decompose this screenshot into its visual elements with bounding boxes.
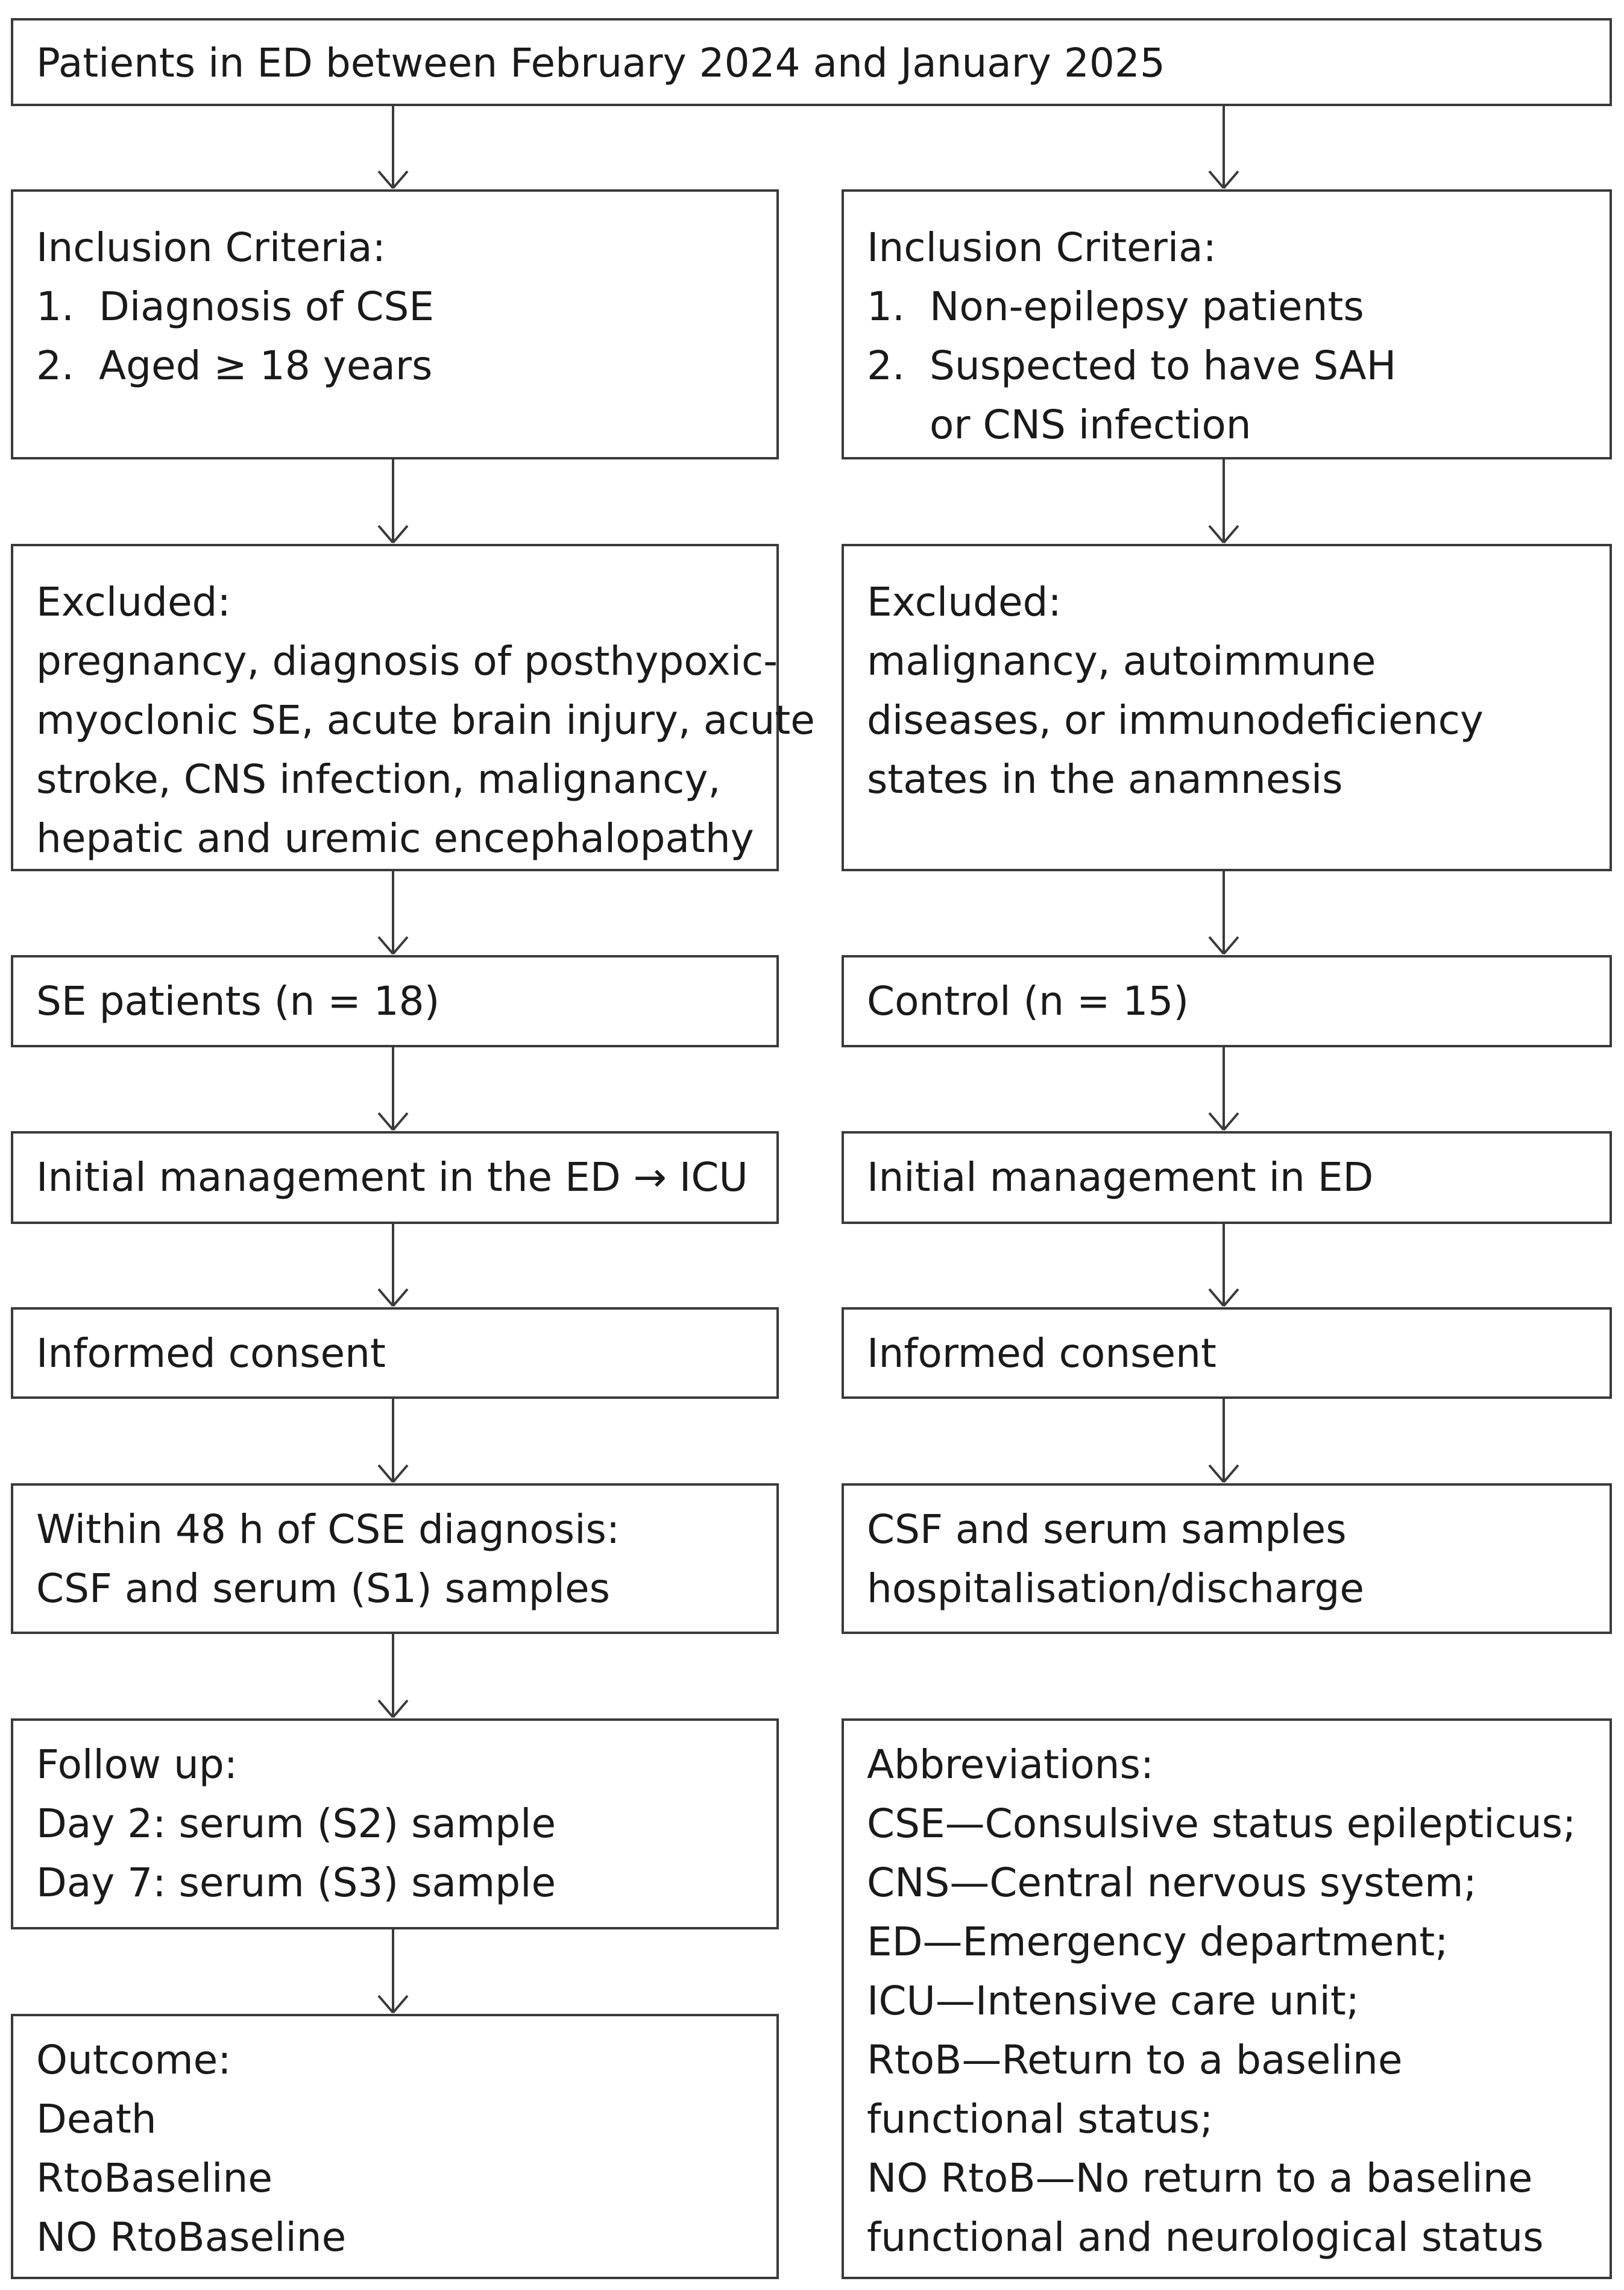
abbreviation-line: functional status; <box>867 2096 1213 2142</box>
excluded-title: Excluded: <box>867 579 1062 625</box>
right-management-box: Initial management in ED <box>842 1131 1612 1224</box>
inclusion-item: 2.Aged ≥ 18 years <box>36 342 433 389</box>
right-inclusion-box: Inclusion Criteria: 1.Non-epilepsy patie… <box>842 189 1612 459</box>
group-label: Control (n = 15) <box>867 978 1189 1024</box>
right-consent-box: Informed consent <box>842 1307 1612 1399</box>
excluded-line: hepatic and uremic encephalopathy <box>36 815 754 862</box>
excluded-line: pregnancy, diagnosis of posthypoxic- <box>36 638 778 684</box>
abbreviation-line: ED—Emergency department; <box>867 1919 1449 1965</box>
excluded-line: diseases, or immunodeficiency <box>867 697 1484 743</box>
top-box: Patients in ED between February 2024 and… <box>11 18 1612 106</box>
abbreviation-line: RtoB—Return to a baseline <box>867 2037 1403 2083</box>
right-group-box: Control (n = 15) <box>842 955 1612 1047</box>
consent-label: Informed consent <box>36 1330 386 1377</box>
samples-line: Within 48 h of CSE diagnosis: <box>36 1506 620 1553</box>
samples-line: CSF and serum (S1) samples <box>36 1565 611 1612</box>
inclusion-item: 2.Suspected to have SAH <box>867 342 1397 389</box>
abbreviation-line: CNS—Central nervous system; <box>867 1859 1477 1906</box>
excluded-line: stroke, CNS infection, malignancy, <box>36 756 721 803</box>
outcome-item: NO RtoBaseline <box>36 2214 347 2260</box>
samples-line: CSF and serum samples <box>867 1506 1347 1553</box>
management-label: Initial management in the ED → ICU <box>36 1154 748 1200</box>
abbreviation-line: CSE—Consulsive status epilepticus; <box>867 1800 1576 1847</box>
excluded-line: myoclonic SE, acute brain injury, acute <box>36 697 815 743</box>
left-samples-box: Within 48 h of CSE diagnosis: CSF and se… <box>11 1483 779 1634</box>
abbreviations-title: Abbreviations: <box>867 1741 1154 1788</box>
inclusion-item: 1.Non-epilepsy patients <box>867 283 1364 330</box>
inclusion-title: Inclusion Criteria: <box>36 224 386 271</box>
outcome-title: Outcome: <box>36 2037 231 2083</box>
right-excluded-box: Excluded: malignancy, autoimmune disease… <box>842 544 1612 871</box>
followup-line: Day 7: serum (S3) sample <box>36 1859 556 1906</box>
left-followup-box: Follow up: Day 2: serum (S2) sample Day … <box>11 1718 779 1929</box>
left-group-box: SE patients (n = 18) <box>11 955 779 1047</box>
outcome-item: Death <box>36 2096 157 2142</box>
abbreviation-line: NO RtoB—No return to a baseline <box>867 2155 1533 2201</box>
followup-title: Follow up: <box>36 1741 238 1788</box>
followup-line: Day 2: serum (S2) sample <box>36 1800 556 1847</box>
inclusion-item: 1.Diagnosis of CSE <box>36 283 435 330</box>
right-samples-box: CSF and serum samples hospitalisation/di… <box>842 1483 1612 1634</box>
abbreviation-line: ICU—Intensive care unit; <box>867 1978 1359 2024</box>
top-text: Patients in ED between February 2024 and… <box>36 40 1165 86</box>
samples-line: hospitalisation/discharge <box>867 1565 1364 1612</box>
left-inclusion-box: Inclusion Criteria: 1.Diagnosis of CSE 2… <box>11 189 779 459</box>
excluded-title: Excluded: <box>36 579 231 625</box>
abbreviation-line: functional and neurological status <box>867 2214 1544 2260</box>
management-label: Initial management in ED <box>867 1154 1374 1200</box>
left-management-box: Initial management in the ED → ICU <box>11 1131 779 1224</box>
abbreviations-box: Abbreviations: CSE—Consulsive status epi… <box>842 1718 1612 2279</box>
left-outcome-box: Outcome: Death RtoBaseline NO RtoBaselin… <box>11 2014 779 2279</box>
left-consent-box: Informed consent <box>11 1307 779 1399</box>
consent-label: Informed consent <box>867 1330 1216 1377</box>
excluded-line: states in the anamnesis <box>867 756 1343 803</box>
group-label: SE patients (n = 18) <box>36 978 440 1024</box>
inclusion-title: Inclusion Criteria: <box>867 224 1216 271</box>
outcome-item: RtoBaseline <box>36 2155 272 2201</box>
inclusion-item-continuation: or CNS infection <box>930 402 1251 448</box>
excluded-line: malignancy, autoimmune <box>867 638 1376 684</box>
left-excluded-box: Excluded: pregnancy, diagnosis of posthy… <box>11 544 815 871</box>
